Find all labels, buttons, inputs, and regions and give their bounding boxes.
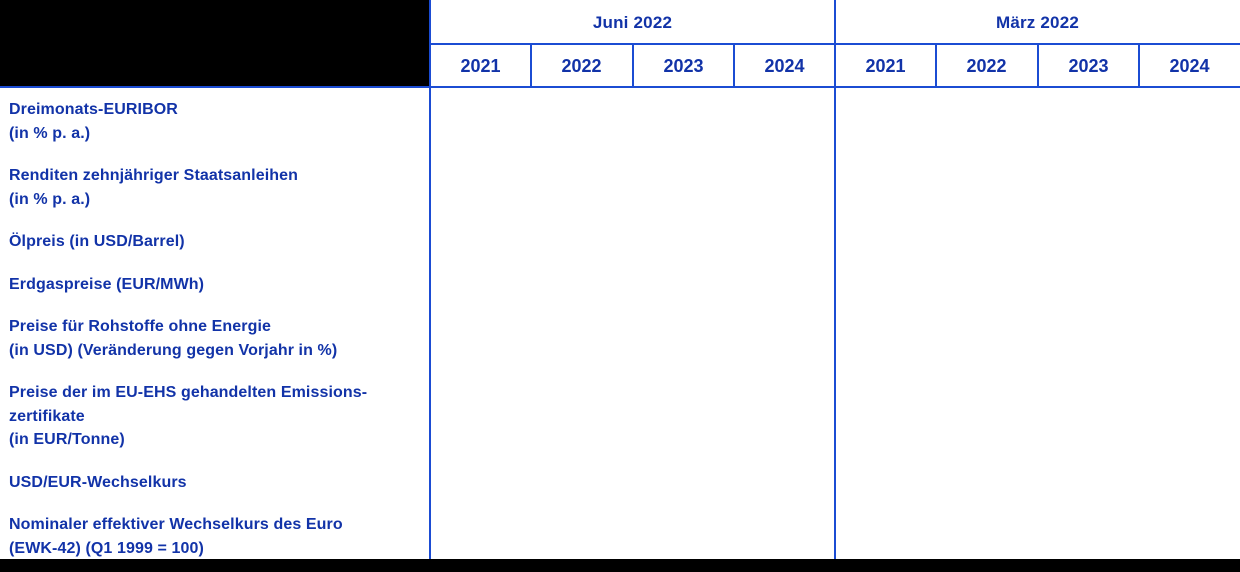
row-label-line: Preise der im EU-EHS gehandelten Emissio…: [9, 384, 368, 401]
year-header: 2023: [1068, 56, 1109, 76]
row-label-line: zertifikate: [9, 407, 85, 425]
header-divider-months: [429, 43, 1240, 45]
row-label-line: USD/EUR-Wechselkurs: [9, 473, 187, 491]
column-group-header-juni-2022: Juni 2022: [592, 13, 673, 32]
row-label-line: Nominaler effektiver Wechselkurs des Eur…: [9, 516, 343, 533]
year-header: 2021: [865, 56, 906, 76]
row-label-line: (EWK-42) (Q1 1999 = 100): [9, 539, 204, 557]
year-header: 2021: [460, 56, 501, 76]
column-group-header-maerz-2022: März 2022: [995, 13, 1080, 32]
row-label-usd-eur-wechselkurs: USD/EUR-Wechselkurs: [9, 471, 425, 495]
row-label-staatsanleihen: Renditen zehnjähriger Staatsanleihen (in…: [9, 164, 425, 211]
row-label-column: Dreimonats-EURIBOR (in % p. a.) Renditen…: [9, 98, 425, 572]
row-label-line: (in USD) (Veränderung gegen Vorjahr in %…: [9, 341, 338, 359]
row-label-line: Renditen zehnjähriger Staatsanleihen: [9, 167, 298, 184]
header-divider-years: [0, 86, 1240, 88]
year-column-divider: [1037, 45, 1039, 86]
row-label-effektiver-wechselkurs: Nominaler effektiver Wechselkurs des Eur…: [9, 513, 425, 560]
row-label-line: Ölpreis (in USD/Barrel): [9, 233, 185, 250]
row-label-erdgaspreise: Erdgaspreise (EUR/MWh): [9, 273, 425, 297]
year-column-divider: [733, 45, 735, 86]
row-label-line: (in % p. a.): [9, 190, 91, 208]
footer-bar: [0, 559, 1240, 572]
row-label-euribor: Dreimonats-EURIBOR (in % p. a.): [9, 98, 425, 145]
year-column-divider: [1138, 45, 1140, 86]
row-label-rohstoffe: Preise für Rohstoffe ohne Energie (in US…: [9, 315, 425, 362]
year-column-divider: [935, 45, 937, 86]
column-divider-groups: [834, 0, 836, 559]
year-header: 2023: [663, 56, 704, 76]
row-label-line: Erdgaspreise (EUR/MWh): [9, 275, 205, 293]
row-label-line: (in % p. a.): [9, 124, 91, 142]
row-label-emissionszertifikate: Preise der im EU-EHS gehandelten Emissio…: [9, 381, 425, 452]
corner-block: [0, 0, 430, 86]
year-column-divider: [530, 45, 532, 86]
column-divider-labels: [429, 0, 431, 559]
row-label-line: Dreimonats-EURIBOR: [9, 101, 178, 118]
year-column-divider: [632, 45, 634, 86]
year-header: 2022: [561, 56, 602, 76]
row-label-oelpreis: Ölpreis (in USD/Barrel): [9, 230, 425, 254]
year-header: 2024: [1169, 56, 1210, 76]
row-label-line: (in EUR/Tonne): [9, 431, 125, 448]
row-label-line: Preise für Rohstoffe ohne Energie: [9, 318, 272, 335]
year-header: 2024: [764, 56, 805, 76]
year-header: 2022: [966, 56, 1007, 76]
